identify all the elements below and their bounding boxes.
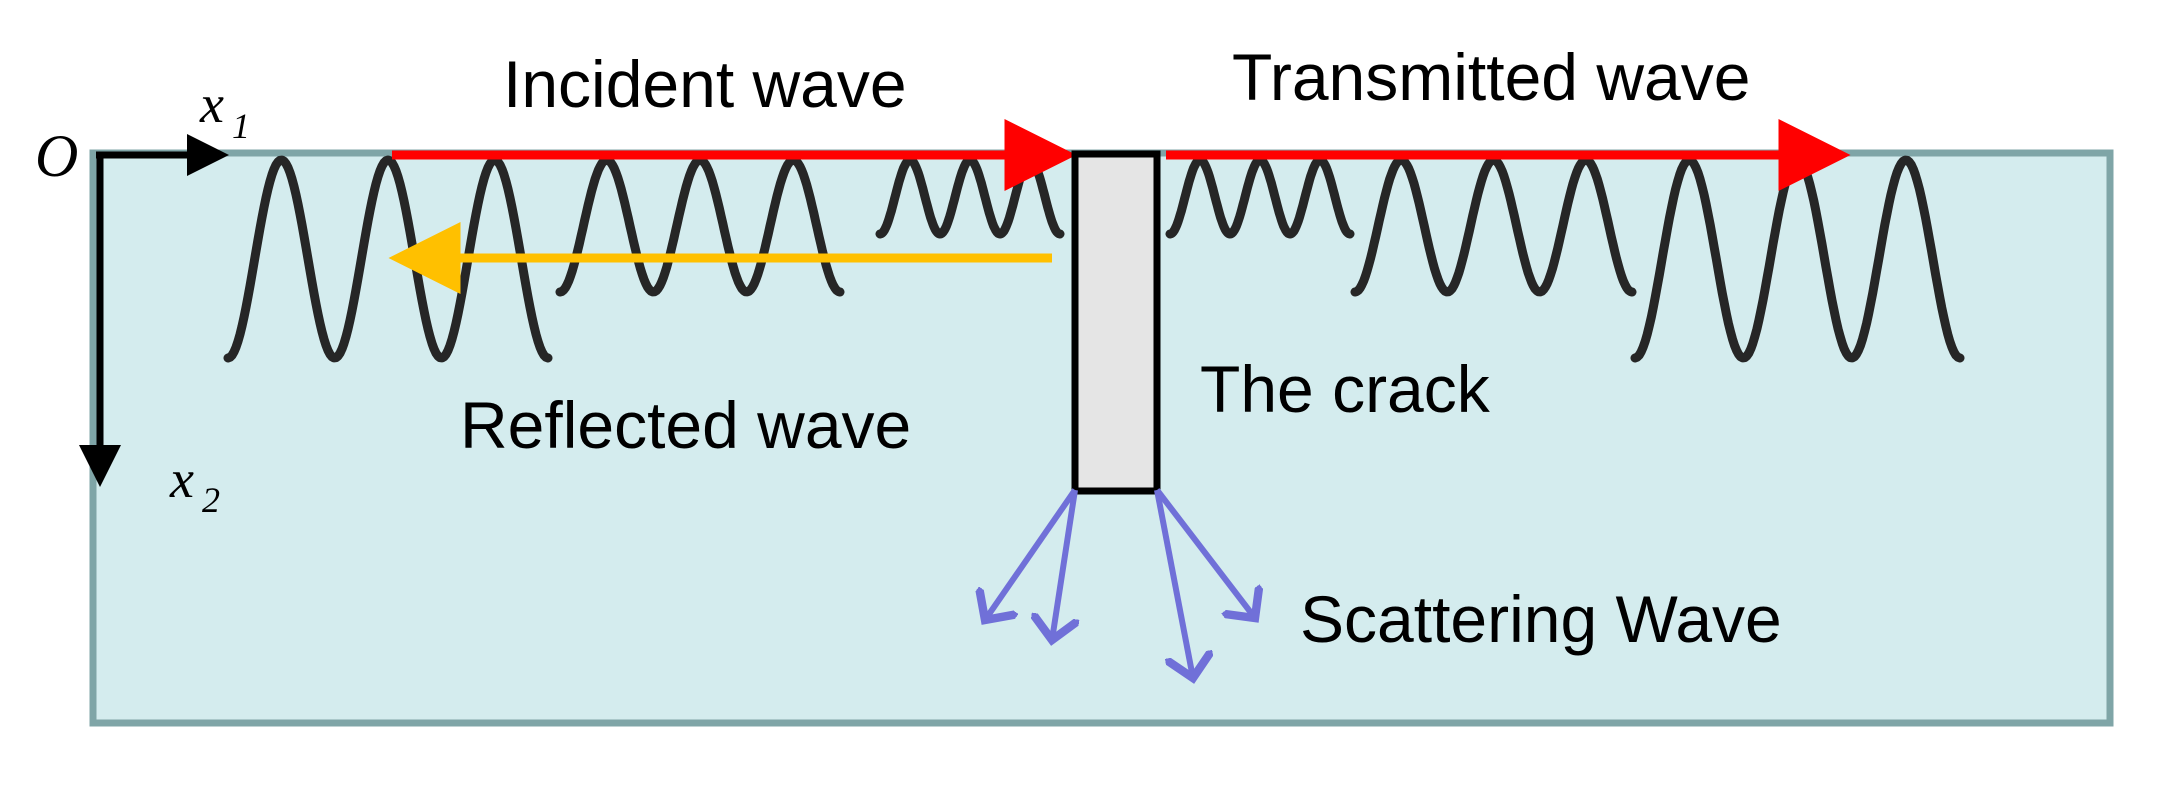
wave-segment-5 [1350, 155, 1637, 297]
x2-label: x [169, 449, 194, 509]
x2-subscript: 2 [202, 480, 220, 520]
wave-segment-2 [555, 155, 845, 297]
reflected-wave-label: Reflected wave [460, 388, 911, 462]
wave-segment-1 [223, 155, 553, 363]
scatter-arrow-2 [1052, 489, 1075, 640]
transmitted-wave-label: Transmitted wave [1232, 40, 1750, 114]
coordinate-axes: O x 1 x 2 [35, 74, 250, 520]
crack [1071, 150, 1161, 495]
scatter-arrow-3 [1154, 489, 1193, 678]
scattering-wave-label: Scattering Wave [1300, 582, 1782, 656]
origin-label: O [35, 123, 78, 189]
incident-wave-label: Incident wave [503, 47, 907, 121]
wave-segment-4 [1165, 155, 1355, 239]
crack-label: The crack [1200, 352, 1491, 426]
x1-subscript: 1 [232, 106, 250, 146]
scatter-arrow-1 [985, 488, 1078, 620]
scatter-arrow-4 [1154, 488, 1255, 618]
scattering-wave-arrows [985, 488, 1255, 678]
x1-label: x [199, 74, 224, 134]
